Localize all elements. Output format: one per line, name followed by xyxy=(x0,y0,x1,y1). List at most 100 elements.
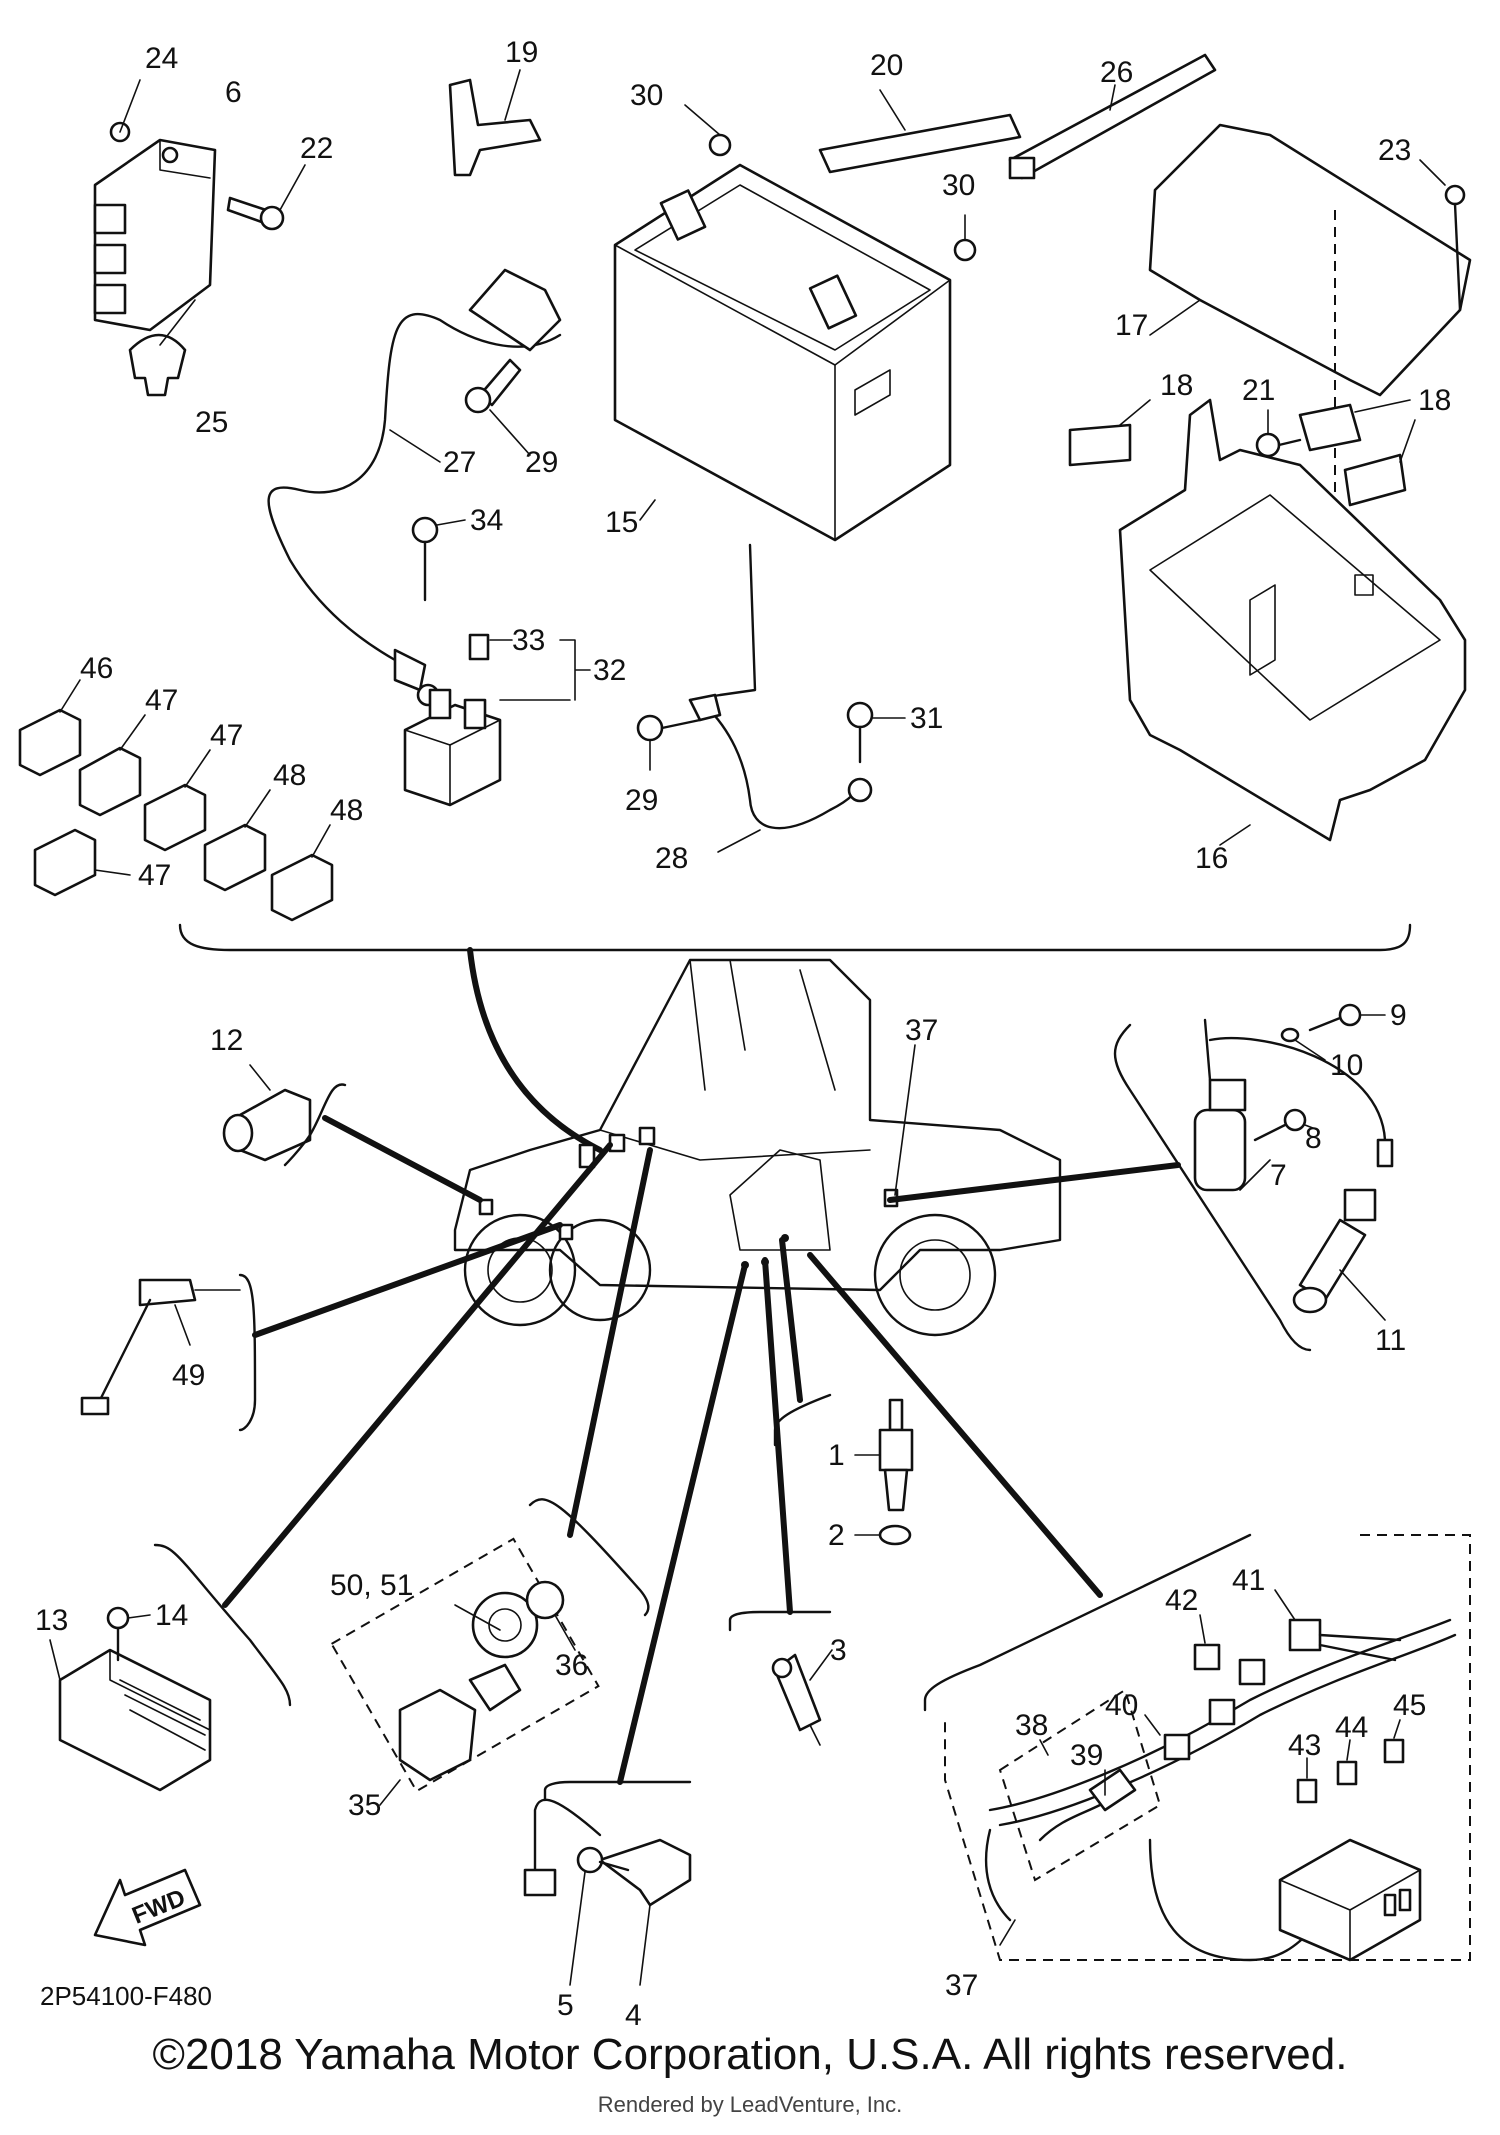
callout-50-51: 50, 51 xyxy=(330,1569,413,1602)
callout-48b: 48 xyxy=(330,794,363,827)
part-38-sub-harness xyxy=(1038,1739,1102,1842)
part-26-cable-tie xyxy=(1008,53,1217,180)
part-24-nut xyxy=(109,79,141,143)
bracket-12 xyxy=(283,1083,347,1167)
bracket-3 xyxy=(728,1610,832,1632)
leader-37-small xyxy=(894,1044,916,1196)
callout-27: 27 xyxy=(443,446,476,479)
callout-22: 22 xyxy=(300,132,333,165)
part-28-negative-cable xyxy=(688,543,873,853)
part-43-fuse xyxy=(1296,1757,1318,1804)
part-39-connector xyxy=(1088,1768,1137,1812)
callout-47c: 47 xyxy=(138,859,171,892)
leader-13-14 xyxy=(222,1142,613,1608)
part-15-battery xyxy=(613,163,952,542)
fwd-arrow-icon: FWD xyxy=(93,1868,202,1947)
callout-10: 10 xyxy=(1330,1049,1363,1082)
callout-8: 8 xyxy=(1305,1122,1322,1155)
part-11-spark-plug-cap xyxy=(1208,1036,1394,1321)
bracket-7-11 xyxy=(1113,1023,1312,1352)
part-16-battery-box xyxy=(1118,398,1467,846)
part-21-screw xyxy=(1255,409,1302,458)
render-note: Rendered by LeadVenture, Inc. xyxy=(597,2092,903,2117)
part-36-nut xyxy=(525,1580,576,1651)
callout-21: 21 xyxy=(1242,374,1275,407)
callout-42: 42 xyxy=(1165,1584,1198,1617)
leader-top-group xyxy=(467,947,603,1153)
part-10-washer xyxy=(1280,1027,1326,1061)
part-41-connector xyxy=(1274,1589,1402,1662)
callout-15: 15 xyxy=(605,506,638,539)
leader-49 xyxy=(252,1222,563,1338)
leader-37 xyxy=(807,1252,1103,1598)
callout-37b: 37 xyxy=(945,1969,978,2002)
part-29-bolt-upper xyxy=(464,358,531,456)
callout-labels: 24 6 22 19 30 20 26 23 30 17 18 21 18 25… xyxy=(35,36,1451,2032)
callout-33: 33 xyxy=(512,624,545,657)
callout-26: 26 xyxy=(1100,56,1133,89)
callout-37a: 37 xyxy=(905,1014,938,1047)
part-4-sensor xyxy=(598,1838,692,1986)
part-30-nut-a xyxy=(684,104,732,157)
callout-39: 39 xyxy=(1070,1739,1103,1772)
callout-47a: 47 xyxy=(145,684,178,717)
part-48-fuse-holder-b xyxy=(270,824,334,922)
copyright-notice: ©2018 Yamaha Motor Corporation, U.S.A. A… xyxy=(152,2030,1348,2079)
callout-31: 31 xyxy=(910,702,943,735)
callout-32: 32 xyxy=(593,654,626,687)
bracket-37 xyxy=(923,1533,1252,1712)
part-37-wire-harness xyxy=(944,1534,1471,1962)
callout-3: 3 xyxy=(830,1634,847,1667)
callout-34: 34 xyxy=(470,504,503,537)
part-46-fuse-holder xyxy=(18,679,82,777)
callout-25: 25 xyxy=(195,406,228,439)
part-29-bolt-lower xyxy=(636,714,702,771)
callout-11: 11 xyxy=(1375,1324,1406,1357)
leader-35 xyxy=(567,1147,653,1538)
part-14-bolt xyxy=(106,1606,151,1662)
callout-49: 49 xyxy=(172,1359,205,1392)
part-32-starter-relay xyxy=(403,688,571,807)
part-5-bolt xyxy=(569,1846,630,1986)
bracket-1-2 xyxy=(773,1393,832,1447)
part-47-fuse-holder-b xyxy=(143,749,211,852)
callout-24: 24 xyxy=(145,42,178,75)
callout-30b: 30 xyxy=(942,169,975,202)
callout-14: 14 xyxy=(155,1599,188,1632)
part-31-bolt xyxy=(846,701,906,764)
part-6-control-unit xyxy=(93,138,217,332)
part-1-spark-plug xyxy=(854,1398,914,1512)
callout-12: 12 xyxy=(210,1024,243,1057)
callout-38: 38 xyxy=(1015,1709,1048,1742)
part-47-fuse-holder-a xyxy=(78,714,146,817)
callout-40: 40 xyxy=(1105,1689,1138,1722)
part-33-fuse xyxy=(468,633,513,661)
part-12-switch xyxy=(222,1064,312,1162)
callout-28: 28 xyxy=(655,842,688,875)
part-48-fuse-holder-a xyxy=(203,789,271,892)
bracket-13-14 xyxy=(153,1543,292,1707)
part-18-pad-right xyxy=(1298,399,1416,507)
part-34-bolt xyxy=(411,516,466,602)
part-40-relay xyxy=(1144,1714,1191,1761)
callout-35: 35 xyxy=(348,1789,381,1822)
callout-45: 45 xyxy=(1393,1689,1426,1722)
callout-29a: 29 xyxy=(525,446,558,479)
part-3-sensor xyxy=(771,1649,833,1746)
top-group-bracket xyxy=(178,923,1412,952)
part-23-clip xyxy=(1419,159,1466,312)
part-2-gasket xyxy=(854,1524,912,1546)
part-9-bolt xyxy=(1308,1003,1386,1032)
part-18-pad-left xyxy=(1068,399,1151,467)
part-4-5-cable xyxy=(523,1798,602,1897)
callout-9: 9 xyxy=(1390,999,1407,1032)
part-50-51-washer xyxy=(454,1604,501,1631)
leader-12 xyxy=(322,1115,483,1203)
callout-23: 23 xyxy=(1378,134,1411,167)
part-35-switch-assembly xyxy=(330,1537,600,1806)
part-30-nut-b xyxy=(953,214,977,262)
callout-7: 7 xyxy=(1270,1159,1287,1192)
callout-41: 41 xyxy=(1232,1564,1265,1597)
part-8-bolt xyxy=(1253,1108,1319,1142)
callout-47b: 47 xyxy=(210,719,243,752)
